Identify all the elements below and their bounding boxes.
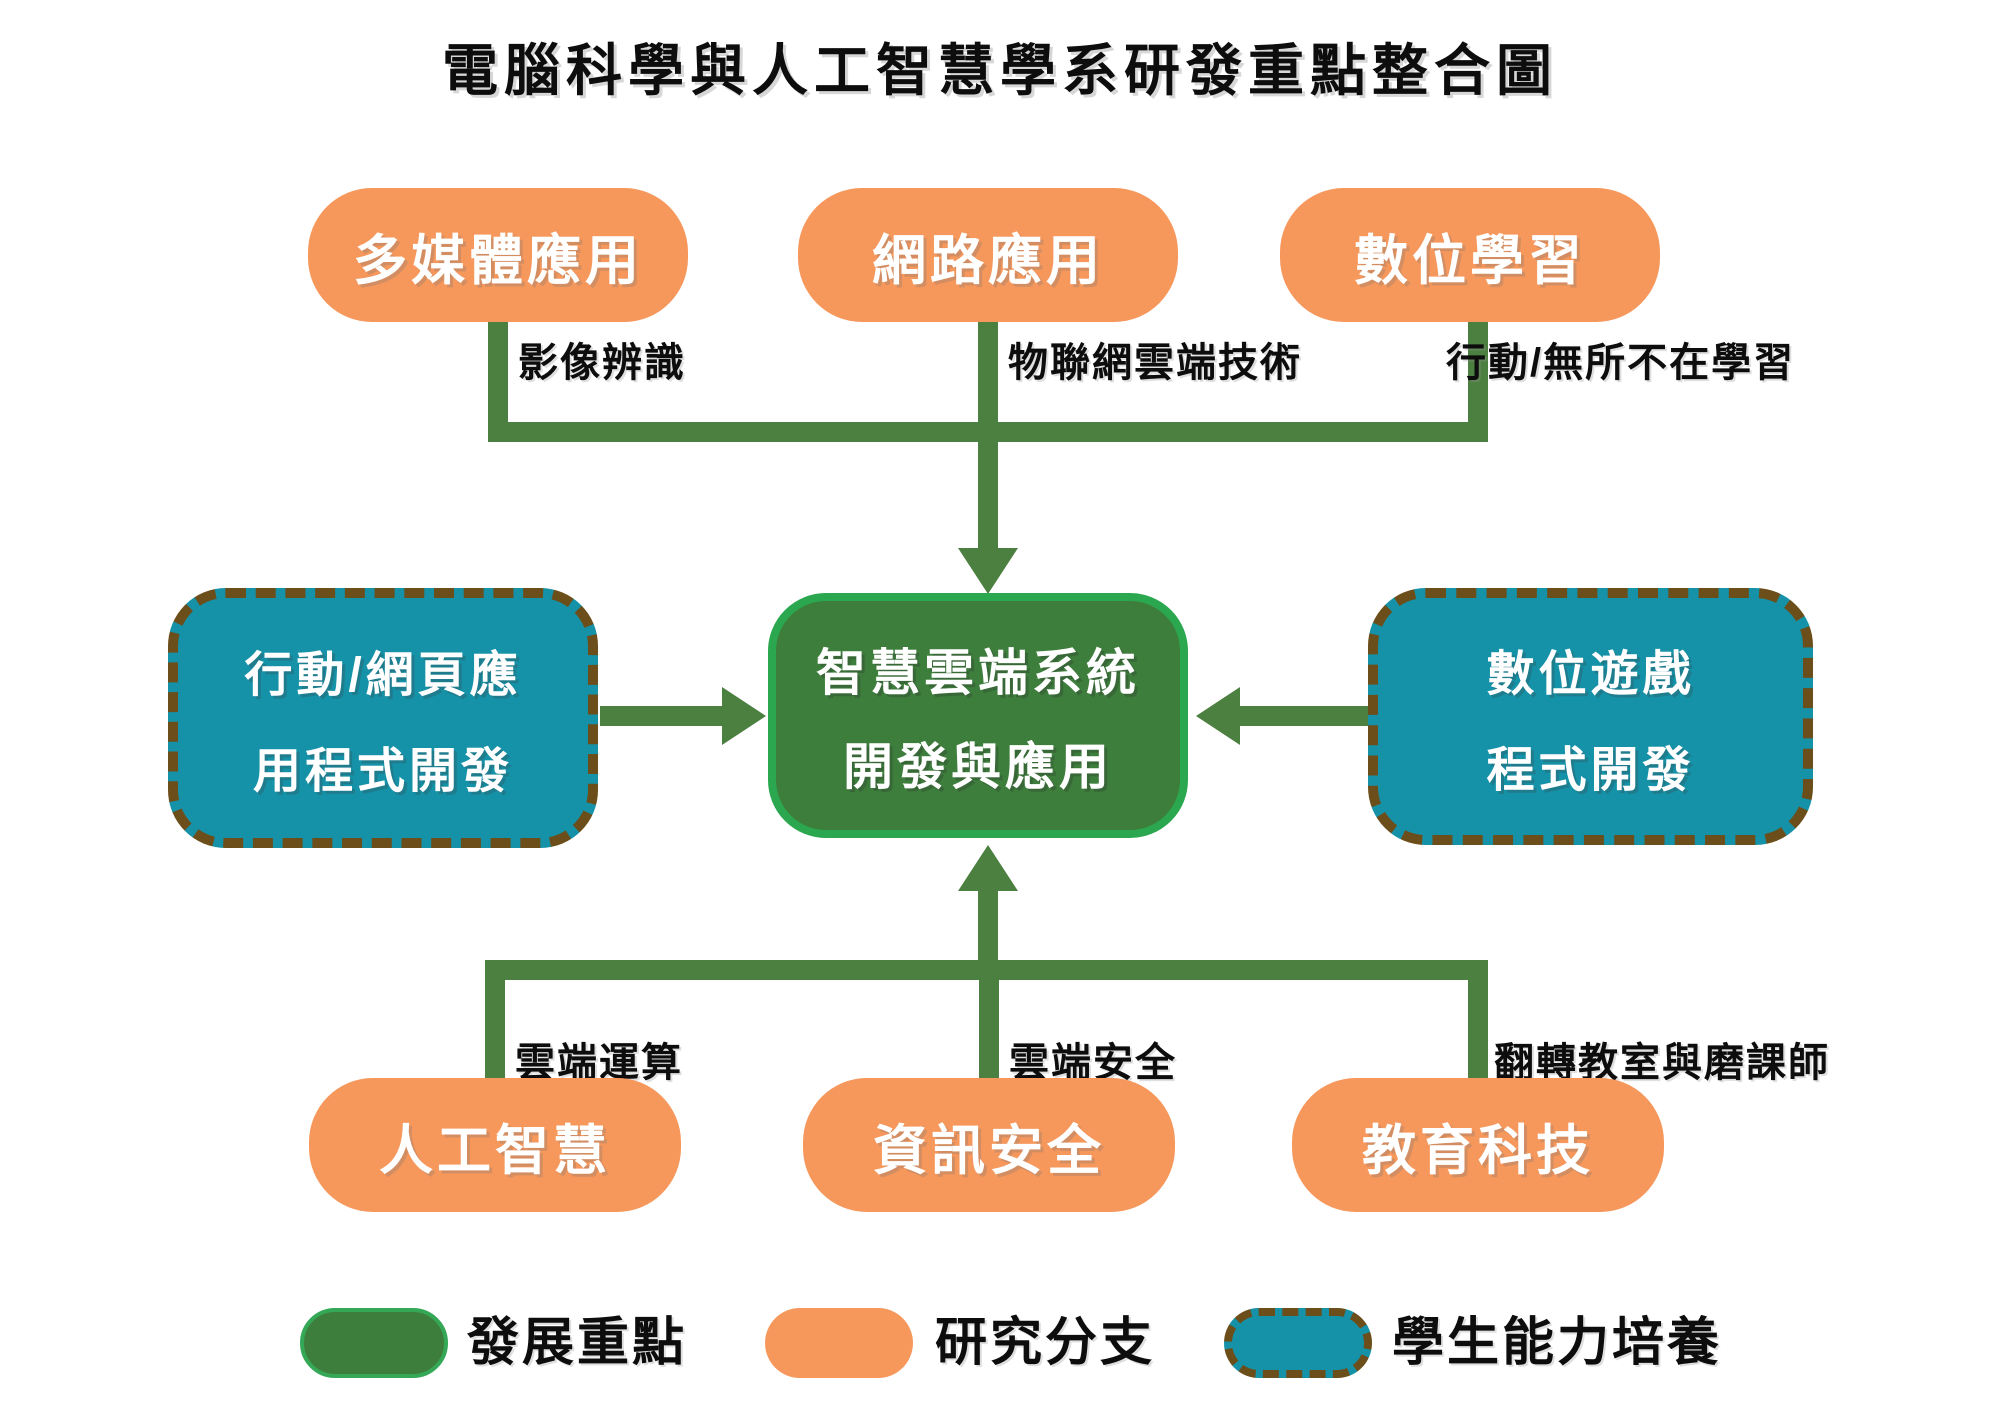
node-label-line1: 數位遊戲: [1486, 647, 1695, 701]
node-digital-learning: 數位學習: [1280, 188, 1660, 322]
legend-label-research-branch: 研究分支: [935, 1314, 1156, 1372]
sublabel-image-recognition: 影像辨識: [518, 341, 686, 385]
arrow-down-icon: [958, 548, 1018, 594]
node-label-line1: 智慧雲端系統: [816, 644, 1140, 701]
node-multimedia-applications: 多媒體應用: [308, 188, 688, 322]
node-label: 教育科技: [1362, 1120, 1594, 1181]
legend-swatch-development-focus: [300, 1308, 448, 1378]
legend-swatch-research-branch: [765, 1308, 913, 1378]
node-network-applications: 網路應用: [798, 188, 1178, 322]
node-label: 數位學習: [1354, 230, 1586, 291]
node-label-line2: 開發與應用: [843, 738, 1113, 795]
connector-top-center-shaft: [978, 432, 998, 550]
node-smart-cloud-system: 智慧雲端系統 開發與應用: [768, 593, 1188, 838]
connector-top-middle-vertical: [978, 320, 998, 442]
arrow-up-icon: [958, 845, 1018, 891]
connector-bottom-right-vertical: [1468, 960, 1488, 1078]
node-education-technology: 教育科技: [1292, 1078, 1664, 1212]
sublabel-flipped-classroom-moocs: 翻轉教室與磨課師: [1494, 1041, 1830, 1085]
arrow-right-icon: [722, 687, 766, 745]
node-information-security: 資訊安全: [803, 1078, 1175, 1212]
legend-label-student-ability: 學生能力培養: [1392, 1314, 1723, 1372]
node-mobile-web-app-development: 行動/網頁應 用程式開發: [168, 588, 598, 848]
connector-left-shaft: [600, 706, 730, 726]
node-label: 多媒體應用: [353, 230, 643, 291]
sublabel-cloud-computing: 雲端運算: [515, 1041, 683, 1085]
arrow-left-icon: [1196, 687, 1240, 745]
sublabel-mobile-ubiquitous-learning: 行動/無所不在學習: [1446, 341, 1796, 385]
node-label-line2: 程式開發: [1486, 743, 1695, 797]
node-label: 網路應用: [872, 230, 1104, 291]
legend-label-development-focus: 發展重點: [467, 1314, 688, 1372]
node-label: 資訊安全: [873, 1120, 1105, 1181]
legend-swatch-student-ability: [1224, 1308, 1372, 1378]
connector-top-left-vertical: [488, 320, 508, 442]
node-label-line2: 用程式開發: [252, 745, 513, 798]
sublabel-iot-cloud-technology: 物聯網雲端技術: [1008, 341, 1302, 385]
connector-right-shaft: [1240, 706, 1370, 726]
sublabel-cloud-security: 雲端安全: [1009, 1041, 1177, 1085]
connector-top-right-vertical: [1468, 320, 1488, 442]
node-digital-game-programming: 數位遊戲 程式開發: [1368, 588, 1813, 845]
connector-bottom-middle-vertical: [979, 960, 999, 1078]
connector-bottom-center-shaft: [978, 888, 998, 980]
page-title: 電腦科學與人工智慧學系研發重點整合圖: [442, 39, 1558, 102]
node-label-line1: 行動/網頁應: [244, 649, 522, 702]
node-label: 人工智慧: [379, 1120, 611, 1181]
node-artificial-intelligence: 人工智慧: [309, 1078, 681, 1212]
connector-bottom-left-vertical: [485, 960, 505, 1078]
